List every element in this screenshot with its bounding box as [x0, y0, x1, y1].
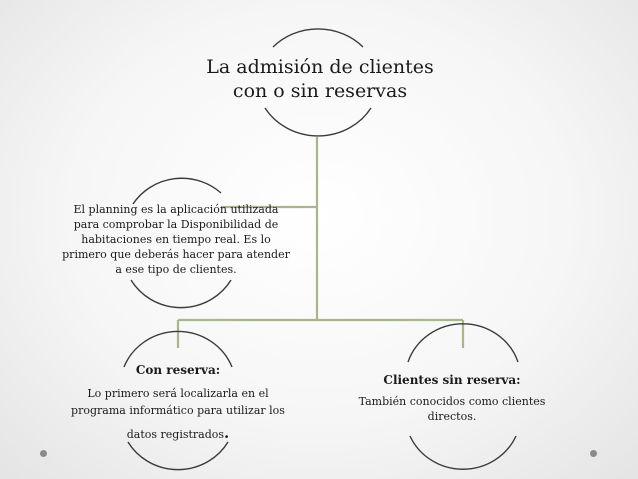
planning-node-bottom-arc: [130, 279, 232, 309]
sin-reserva-title: Clientes sin reserva:: [383, 373, 521, 387]
con-reserva-node-bottom-arc: [127, 441, 229, 471]
slide-nav-dot-left[interactable]: [40, 450, 47, 457]
planning-node-text: El planning es la aplicación utilizada p…: [62, 203, 290, 276]
con-reserva-period: .: [224, 424, 230, 442]
con-reserva-node-top-arc: [123, 330, 233, 368]
slide-nav-dot-right[interactable]: [590, 450, 597, 457]
con-reserva-body: Lo primero será localizarla en el progra…: [71, 387, 285, 417]
root-node-top-arc: [272, 28, 364, 48]
root-node-bottom-arc: [264, 107, 372, 137]
node-arcs: [123, 28, 519, 471]
planning-node-label: El planning es la aplicación utilizada p…: [60, 202, 292, 277]
root-node-line-2: con o sin reservas: [232, 80, 408, 102]
sin-reserva-node-bottom-arc: [409, 435, 517, 470]
con-reserva-title: Con reserva:: [135, 363, 221, 377]
con-reserva-body-end: datos registrados.: [62, 425, 294, 443]
root-node-line-1: La admisión de clientes: [206, 56, 434, 78]
sin-reserva-node-top-arc: [407, 323, 519, 363]
con-reserva-node-label: Con reserva: Lo primero será localizarla…: [62, 362, 294, 443]
planning-node-top-arc: [132, 177, 222, 205]
connector-lines: [176, 137, 465, 348]
sin-reserva-body: También conocidos como clientes directos…: [358, 395, 546, 423]
root-node-label: La admisión de clientes con o sin reserv…: [190, 55, 450, 103]
sin-reserva-node-label: Clientes sin reserva: También conocidos …: [345, 373, 559, 424]
con-reserva-last-words: datos registrados: [126, 428, 225, 441]
